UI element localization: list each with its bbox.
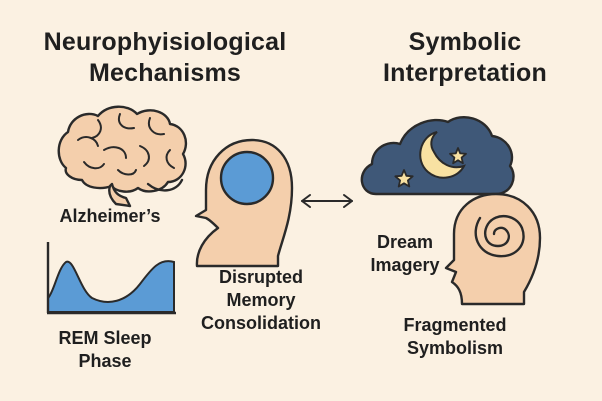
dream-imagery-label: Dream Imagery — [350, 231, 460, 277]
dream-label-line1: Dream — [376, 232, 434, 252]
right-title-line1: Symbolic — [408, 28, 522, 56]
memory-consolidation-label: Disrupted Memory Consolidation — [186, 266, 336, 335]
brain-label: Alzheimer’s — [59, 206, 161, 226]
star-icon — [394, 169, 414, 188]
brain-icon — [57, 105, 188, 208]
left-section-title: Neurophyisiological Mechanisms — [0, 27, 330, 89]
left-title-line1: Neurophyisiological — [43, 28, 287, 56]
head-profile-icon — [194, 138, 294, 268]
right-section-title: Symbolic Interpretation — [340, 27, 590, 89]
moon-icon — [419, 131, 466, 179]
brain-region-circle — [219, 150, 275, 206]
left-title-line2: Mechanisms — [88, 59, 242, 87]
night-cloud-icon — [360, 116, 515, 196]
rem-label-line1: REM Sleep — [58, 328, 152, 348]
rem-label-line2: Phase — [78, 351, 132, 371]
rem-sleep-label: REM Sleep Phase — [30, 327, 180, 373]
right-title-line2: Interpretation — [383, 59, 547, 87]
star-icon — [449, 147, 467, 165]
rem-wave-area — [47, 260, 175, 313]
dream-label-line2: Imagery — [370, 255, 440, 275]
memory-label-line1: Disrupted — [218, 267, 303, 287]
symbol-label-line1: Fragmented — [403, 315, 507, 335]
double-arrow-icon — [301, 194, 353, 208]
memory-label-line2: Memory — [226, 290, 296, 310]
spiral-head-icon — [444, 192, 542, 306]
rem-wave-chart — [46, 242, 176, 315]
memory-label-line3: Consolidation — [201, 313, 321, 333]
fragmented-symbolism-label: Fragmented Symbolism — [380, 314, 530, 360]
spiral-icon — [474, 215, 525, 258]
symbol-label-line2: Symbolism — [406, 338, 504, 358]
